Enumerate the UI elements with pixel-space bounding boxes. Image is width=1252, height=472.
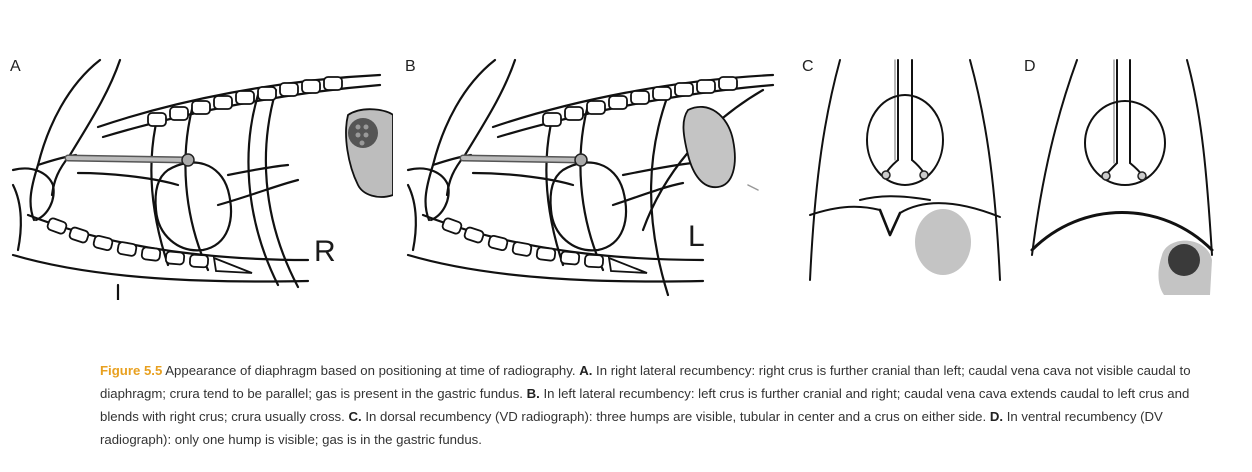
side-label-right: R	[314, 235, 336, 268]
panel-letter-d: D	[1024, 58, 1036, 75]
panel-c-dorsal-vd: C	[800, 55, 1010, 300]
caption-label-c: C.	[348, 409, 362, 425]
panel-letter-c: C	[802, 58, 814, 75]
panel-a-right-lateral: A R	[8, 55, 393, 300]
lateral-thorax-drawing-a	[11, 58, 393, 300]
figure-label: Figure 5.5	[100, 363, 163, 379]
caption-label-d: D.	[989, 409, 1004, 425]
dv-thorax-drawing	[1030, 59, 1214, 295]
figure-caption: Figure 5.5 Appearance of diaphragm based…	[100, 359, 1210, 451]
caption-text-c: In dorsal recumbency (VD radiograph): th…	[361, 409, 990, 425]
panel-letter-a: A	[10, 58, 21, 75]
caption-text-b: In left lateral recumbency: left crus is…	[100, 386, 1190, 425]
side-label-left: L	[688, 220, 705, 253]
caption-text-a: In right lateral recumbency: right crus …	[100, 363, 1191, 402]
caption-intro: Appearance of diaphragm based on positio…	[162, 363, 580, 379]
panel-letter-b: B	[405, 58, 416, 75]
caption-label-b: B.	[526, 386, 540, 402]
panel-b-left-lateral: B L	[403, 55, 788, 300]
caption-label-a: A.	[579, 363, 593, 379]
panel-d-ventral-dv: D	[1022, 55, 1222, 300]
vd-thorax-drawing	[809, 59, 1001, 281]
lateral-thorax-drawing-b	[406, 58, 775, 297]
caption-text-d: In ventral recumbency (DV radiograph): o…	[100, 409, 1163, 448]
